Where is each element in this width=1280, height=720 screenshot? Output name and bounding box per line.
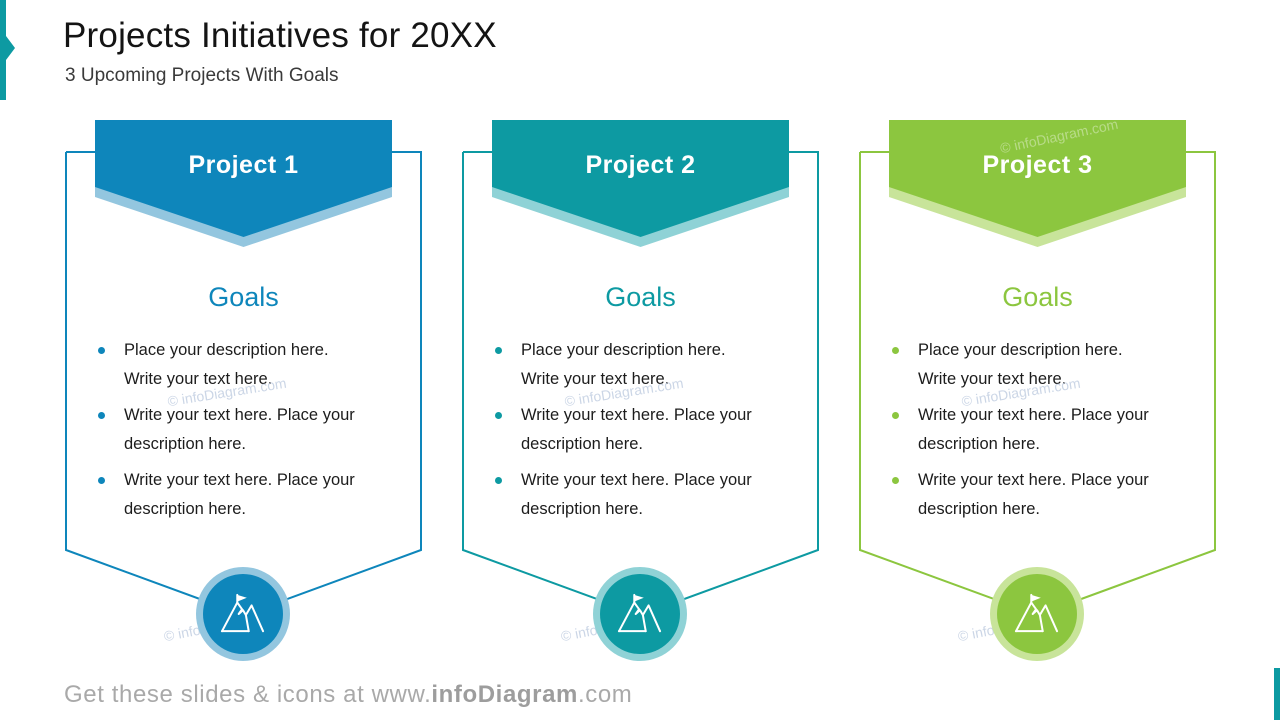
project-banner bbox=[889, 120, 1186, 247]
project-card-2: © infoDiagram.com © infoDiagram.com Proj… bbox=[462, 120, 819, 672]
goal-item: Write your text here. Place your descrip… bbox=[890, 466, 1172, 523]
goal-item: Place your description here. Write your … bbox=[493, 336, 775, 393]
mountain-flag-icon bbox=[220, 593, 265, 633]
page-title: Projects Initiatives for 20XX bbox=[63, 16, 497, 55]
summit-badge bbox=[593, 567, 687, 661]
mountain-flag-icon bbox=[617, 593, 662, 633]
goals-heading: Goals bbox=[605, 282, 676, 312]
left-accent-chevron-icon bbox=[6, 36, 15, 60]
goal-item: Place your description here. Write your … bbox=[890, 336, 1172, 393]
project-banner bbox=[492, 120, 789, 247]
project-banner-label: Project 2 bbox=[585, 150, 696, 179]
goals-list: Place your description here. Write your … bbox=[493, 336, 775, 531]
project-card-3: © infoDiagram.com © infoDiagram.com Proj… bbox=[859, 116, 1216, 672]
footer-credit-prefix: Get these slides & icons at www. bbox=[64, 681, 432, 708]
goal-item: Write your text here. Place your descrip… bbox=[96, 466, 378, 523]
footer-brand: infoDiagram bbox=[431, 681, 578, 708]
goal-item: Write your text here. Place your descrip… bbox=[890, 401, 1172, 458]
goal-item: Write your text here. Place your descrip… bbox=[493, 466, 775, 523]
page-subtitle: 3 Upcoming Projects With Goals bbox=[65, 65, 339, 86]
project-banner-label: Project 3 bbox=[982, 150, 1093, 179]
goal-item: Write your text here. Place your descrip… bbox=[493, 401, 775, 458]
summit-badge bbox=[990, 567, 1084, 661]
goals-heading: Goals bbox=[208, 282, 279, 312]
project-cards-row: © infoDiagram.com © infoDiagram.com Proj… bbox=[65, 116, 1216, 672]
left-accent-bar bbox=[0, 0, 6, 100]
summit-badge bbox=[196, 567, 290, 661]
goals-list: Place your description here. Write your … bbox=[890, 336, 1172, 531]
goals-heading: Goals bbox=[1002, 282, 1073, 312]
right-accent-bar bbox=[1274, 668, 1280, 720]
project-banner-label: Project 1 bbox=[188, 150, 299, 179]
project-banner bbox=[95, 120, 392, 247]
goals-list: Place your description here. Write your … bbox=[96, 336, 378, 531]
footer-credit: Get these slides & icons at www.infoDiag… bbox=[64, 681, 632, 709]
footer-credit-suffix: .com bbox=[577, 681, 633, 708]
goal-item: Place your description here. Write your … bbox=[96, 336, 378, 393]
mountain-flag-icon bbox=[1014, 593, 1059, 633]
project-card-1: © infoDiagram.com © infoDiagram.com Proj… bbox=[65, 120, 422, 672]
goal-item: Write your text here. Place your descrip… bbox=[96, 401, 378, 458]
